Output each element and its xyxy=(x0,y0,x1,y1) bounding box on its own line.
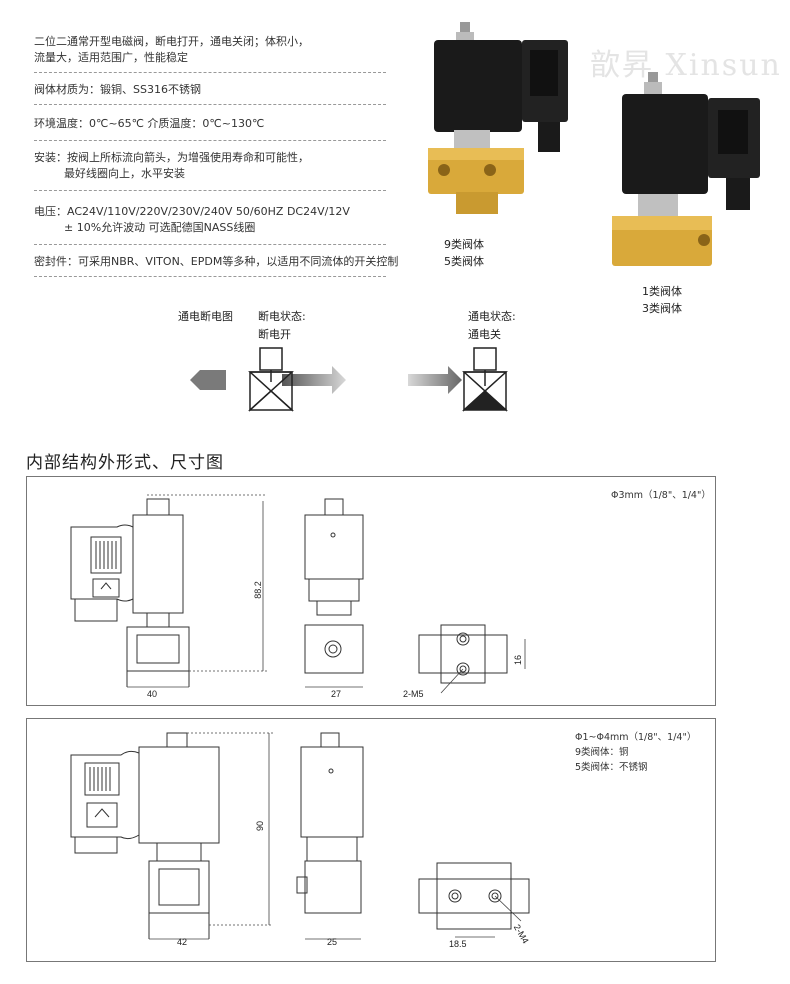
drawing1-dim-thread: 2-M5 xyxy=(403,689,424,699)
flow-symbol-off xyxy=(190,347,346,412)
drawing1-side-view xyxy=(304,498,364,688)
spec-install-cont: 最好线圈向上，水平安装 xyxy=(64,167,185,180)
divider xyxy=(34,244,386,245)
drawing2-side-view xyxy=(296,732,364,940)
spec-temperature: 环境温度：0℃~65℃ 介质温度：0℃~130℃ xyxy=(34,117,265,130)
state-on-value: 通电关 xyxy=(468,328,501,341)
caption-class3: 3类阀体 xyxy=(642,302,682,315)
divider xyxy=(34,190,386,191)
drawing2-note-size: Φ1~Φ4mm（1/8"、1/4"） xyxy=(575,732,697,743)
caption-class1: 1类阀体 xyxy=(642,285,682,298)
caption-class9: 9类阀体 xyxy=(444,238,484,251)
divider xyxy=(34,276,386,277)
drawing1-dim-width-front: 40 xyxy=(147,689,158,699)
spec-voltage-cont: ± 10%允许波动 可选配德国NASS线圈 xyxy=(64,221,256,234)
spec-install: 安装：按阀上所标流向箭头，为增强使用寿命和可能性， xyxy=(34,151,309,164)
drawing-panel-2: Φ1~Φ4mm（1/8"、1/4"） 9类阀体：铜 5类阀体：不锈钢 42 90 xyxy=(26,718,716,962)
valve-photo-right xyxy=(612,72,760,266)
drawing1-front-view xyxy=(70,494,267,688)
drawing2-dim-width-side: 25 xyxy=(327,937,338,947)
flow-symbol-on xyxy=(408,347,508,412)
drawing1-dim-width-side: 27 xyxy=(331,689,342,699)
drawing2-bottom-view xyxy=(418,862,530,938)
drawing1-dim-port: 16 xyxy=(513,654,524,666)
drawing2-dim-width-front: 42 xyxy=(177,937,188,947)
drawing2-front-view xyxy=(70,732,273,940)
valve-photo-left xyxy=(428,22,568,214)
divider xyxy=(34,140,386,141)
divider xyxy=(34,72,386,73)
drawing1-dim-height: 88.2 xyxy=(252,581,263,599)
drawing2-dim-height: 90 xyxy=(255,820,266,832)
spec-voltage: 电压：AC24V/110V/220V/230V/240V 50/60HZ DC2… xyxy=(34,205,350,218)
drawing1-bottom-view xyxy=(418,624,526,694)
divider xyxy=(34,104,386,105)
caption-class5: 5类阀体 xyxy=(444,255,484,268)
flow-title: 通电断电图 xyxy=(178,310,233,323)
spec-function: 二位二通常开型电磁阀，断电打开，通电关闭；体积小， xyxy=(34,35,309,48)
state-off-value: 断电开 xyxy=(258,328,291,341)
drawing2-note-material-5: 5类阀体：不锈钢 xyxy=(575,762,648,773)
drawing1-note: Φ3mm（1/8"、1/4"） xyxy=(611,490,711,501)
spec-seal: 密封件：可采用NBR、VITON、EPDM等多种，以适用不同流体的开关控制 xyxy=(34,255,399,268)
spec-material: 阀体材质为：锻铜、SS316不锈钢 xyxy=(34,83,201,96)
drawing2-dim-port: 18.5 xyxy=(449,939,467,949)
state-off-title: 断电状态: xyxy=(258,310,306,323)
spec-function-cont: 流量大，适用范围广，性能稳定 xyxy=(34,51,188,64)
watermark-logo: 歆昇 Xinsun xyxy=(590,48,782,83)
drawing2-note-material-9: 9类阀体：铜 xyxy=(575,747,629,758)
section-title: 内部结构外形式、尺寸图 xyxy=(26,453,224,473)
drawing-panel-1: Φ3mm（1/8"、1/4"） 40 88.2 xyxy=(26,476,716,706)
state-on-title: 通电状态: xyxy=(468,310,516,323)
